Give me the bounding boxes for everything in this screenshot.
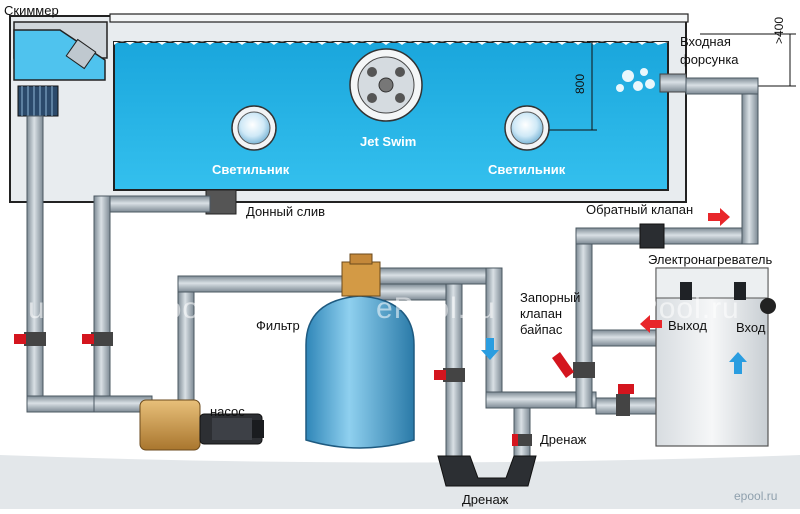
electric-heater: [655, 267, 776, 447]
label-dimension-800: 800: [573, 73, 587, 94]
label-drain-mid: Дренаж: [540, 432, 587, 447]
label-dimension-400: >400: [772, 16, 786, 44]
label-drain-bottom: Дренаж: [462, 492, 509, 507]
label-inlet-nozzle-2: форсунка: [680, 52, 739, 67]
label-light-left: Светильник: [212, 162, 290, 177]
valve-bypass: [552, 352, 595, 378]
flow-arrow-bypass-down: [481, 338, 499, 360]
valve-skimmer: [14, 332, 46, 346]
pool-basin: [9, 13, 689, 203]
jet-swim-unit: [349, 48, 423, 122]
water-surface-waves: [114, 41, 668, 45]
main-drain-fitting: [205, 189, 237, 215]
flow-arrow-outlet: [640, 315, 662, 333]
label-jet-swim: Jet Swim: [360, 134, 417, 149]
label-skimmer: Скиммер: [4, 3, 59, 18]
inlet-nozzle-bubbles: [616, 68, 655, 92]
skimmer-basket: [17, 85, 59, 117]
flow-arrow-check-valve: [708, 208, 730, 226]
label-inlet-nozzle-1: Входная: [680, 34, 731, 49]
label-shutoff-1: Запорный: [520, 290, 581, 305]
label-filter: Фильтр: [256, 318, 300, 333]
label-heater: Электронагреватель: [648, 252, 773, 267]
valve-filter-drain: [434, 368, 465, 382]
label-light-right: Светильник: [488, 162, 566, 177]
label-pump: насос: [210, 404, 245, 419]
watermark-right: ePool.ru: [620, 292, 740, 325]
label-check-valve: Обратный клапан: [586, 202, 694, 217]
valve-sump: [512, 434, 532, 446]
ground: [0, 455, 800, 509]
label-shutoff-2: клапан: [520, 306, 563, 321]
sand-filter: [305, 253, 415, 449]
label-main-drain: Донный слив: [246, 204, 326, 219]
light-right-fixture: [504, 105, 550, 151]
label-inlet: Вход: [736, 320, 766, 335]
valve-heater-inlet: [616, 384, 634, 416]
flow-arrow-heater-in: [729, 352, 747, 374]
drain-sump: [437, 455, 537, 487]
label-shutoff-3: байпас: [520, 322, 563, 337]
watermark-corner: epool.ru: [734, 489, 778, 503]
watermark-left: l.ru: [0, 292, 46, 325]
check-valve: [639, 223, 665, 249]
valve-drain: [82, 332, 113, 346]
label-outlet: Выход: [668, 318, 707, 333]
inlet-nozzle: [659, 73, 687, 93]
pump-unit: [139, 399, 264, 451]
watermark-center: ePool.ru: [376, 292, 496, 325]
watermark-center-left: ePool.ru: [126, 292, 246, 325]
light-left-fixture: [231, 105, 277, 151]
